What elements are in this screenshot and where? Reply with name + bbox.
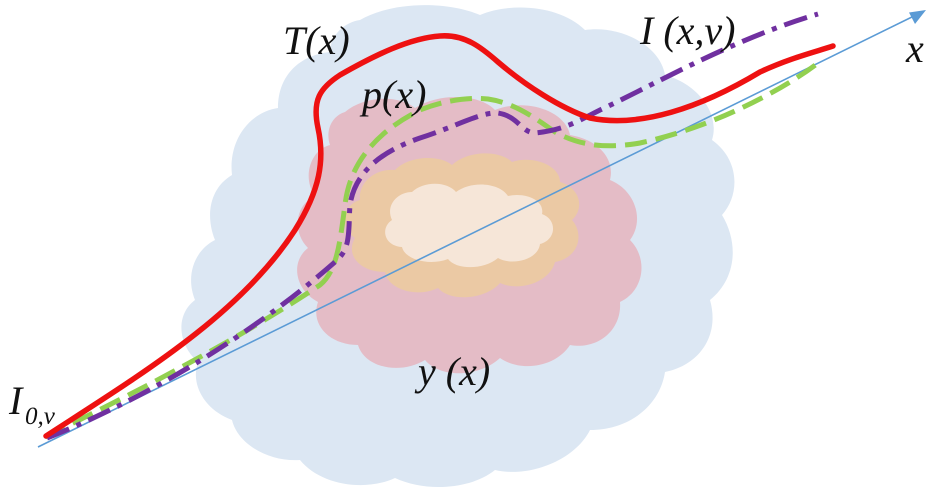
- temperature-label: T(x): [283, 18, 350, 63]
- mole-fraction-label: y (x): [414, 349, 490, 394]
- x-axis-line: [37, 14, 917, 448]
- source-intensity-subscript: 0,ν: [25, 403, 56, 430]
- intensity-label: I (x,ν): [639, 8, 735, 53]
- source-intensity-label: I: [8, 378, 24, 423]
- core-cloud: [385, 183, 554, 268]
- temperature-curve: [43, 33, 836, 439]
- x-axis-label: x: [905, 26, 924, 71]
- intensity-curve: [46, 11, 819, 441]
- x-axis-arrowhead: [909, 10, 926, 24]
- pressure-label: p(x): [359, 72, 426, 117]
- pressure-curve: [43, 61, 820, 440]
